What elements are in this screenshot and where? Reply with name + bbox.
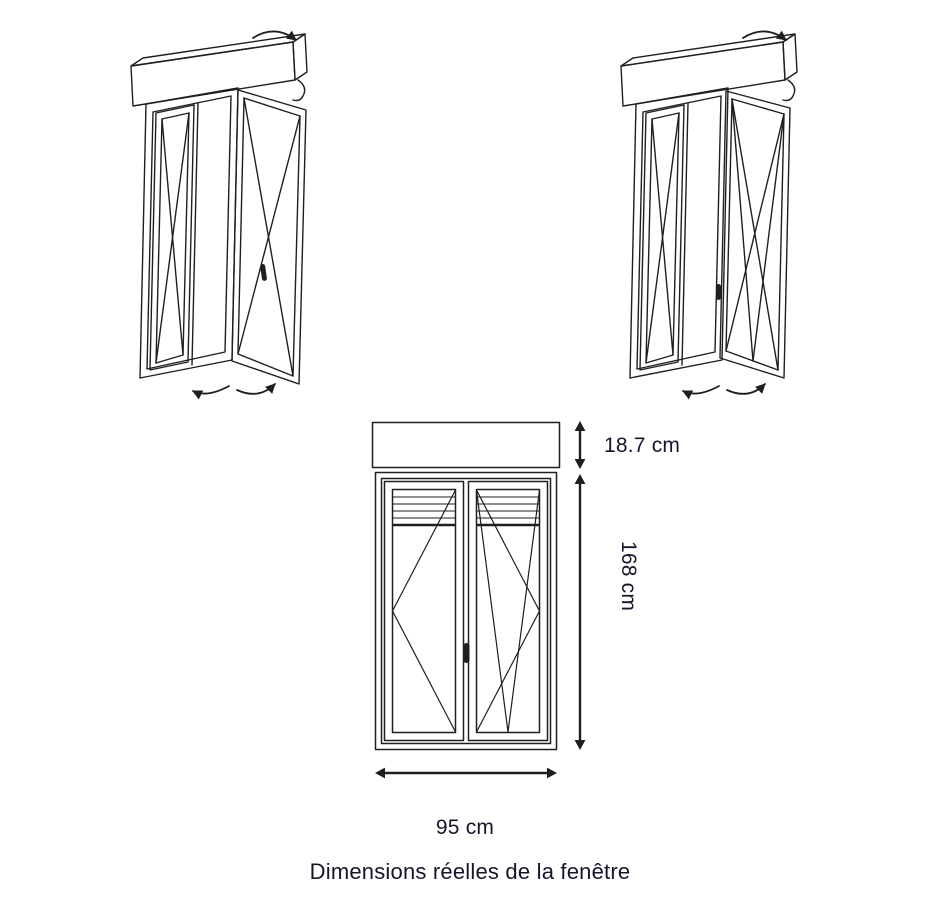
shutter-strap — [782, 79, 796, 102]
meeting-stile — [191, 102, 199, 366]
closed-casement — [639, 104, 685, 371]
open-casement — [231, 89, 307, 385]
roller-shutter-box — [620, 33, 798, 107]
perspective-view-left — [130, 30, 308, 400]
shutter-height-arrow — [574, 421, 586, 469]
window-frame — [629, 87, 729, 379]
figure-caption: Dimensions réelles de la fenêtre — [309, 859, 631, 884]
closed-casement — [149, 104, 195, 371]
swing-arrows-icon — [682, 383, 766, 400]
swing-arrows-icon — [192, 383, 276, 400]
shutter-strap — [292, 79, 306, 102]
shutter-box-height-label: 18.7 cm — [604, 434, 681, 457]
shutter-roll-arrow-icon — [742, 30, 787, 41]
left-casement-front — [383, 480, 465, 742]
window-handle — [260, 263, 267, 281]
window-handle — [716, 284, 721, 300]
right-casement-front — [467, 480, 549, 742]
front-view — [371, 421, 561, 751]
shutter-box-front — [371, 421, 561, 469]
meeting-stile — [681, 102, 689, 366]
window-frame-front — [374, 471, 558, 751]
window-handle-front — [463, 643, 470, 663]
perspective-view-right — [620, 30, 798, 400]
window-width-label: 95 cm — [435, 816, 495, 839]
tilted-casement — [719, 90, 791, 379]
shutter-roll-arrow-icon — [252, 30, 297, 41]
shutter-slats — [392, 496, 540, 527]
window-height-arrow — [574, 474, 586, 750]
window-width-arrow — [375, 767, 557, 779]
vertical-dimension-arrows — [574, 421, 586, 750]
window-height-label: 168 cm — [617, 541, 640, 612]
roller-shutter-box — [130, 33, 308, 107]
